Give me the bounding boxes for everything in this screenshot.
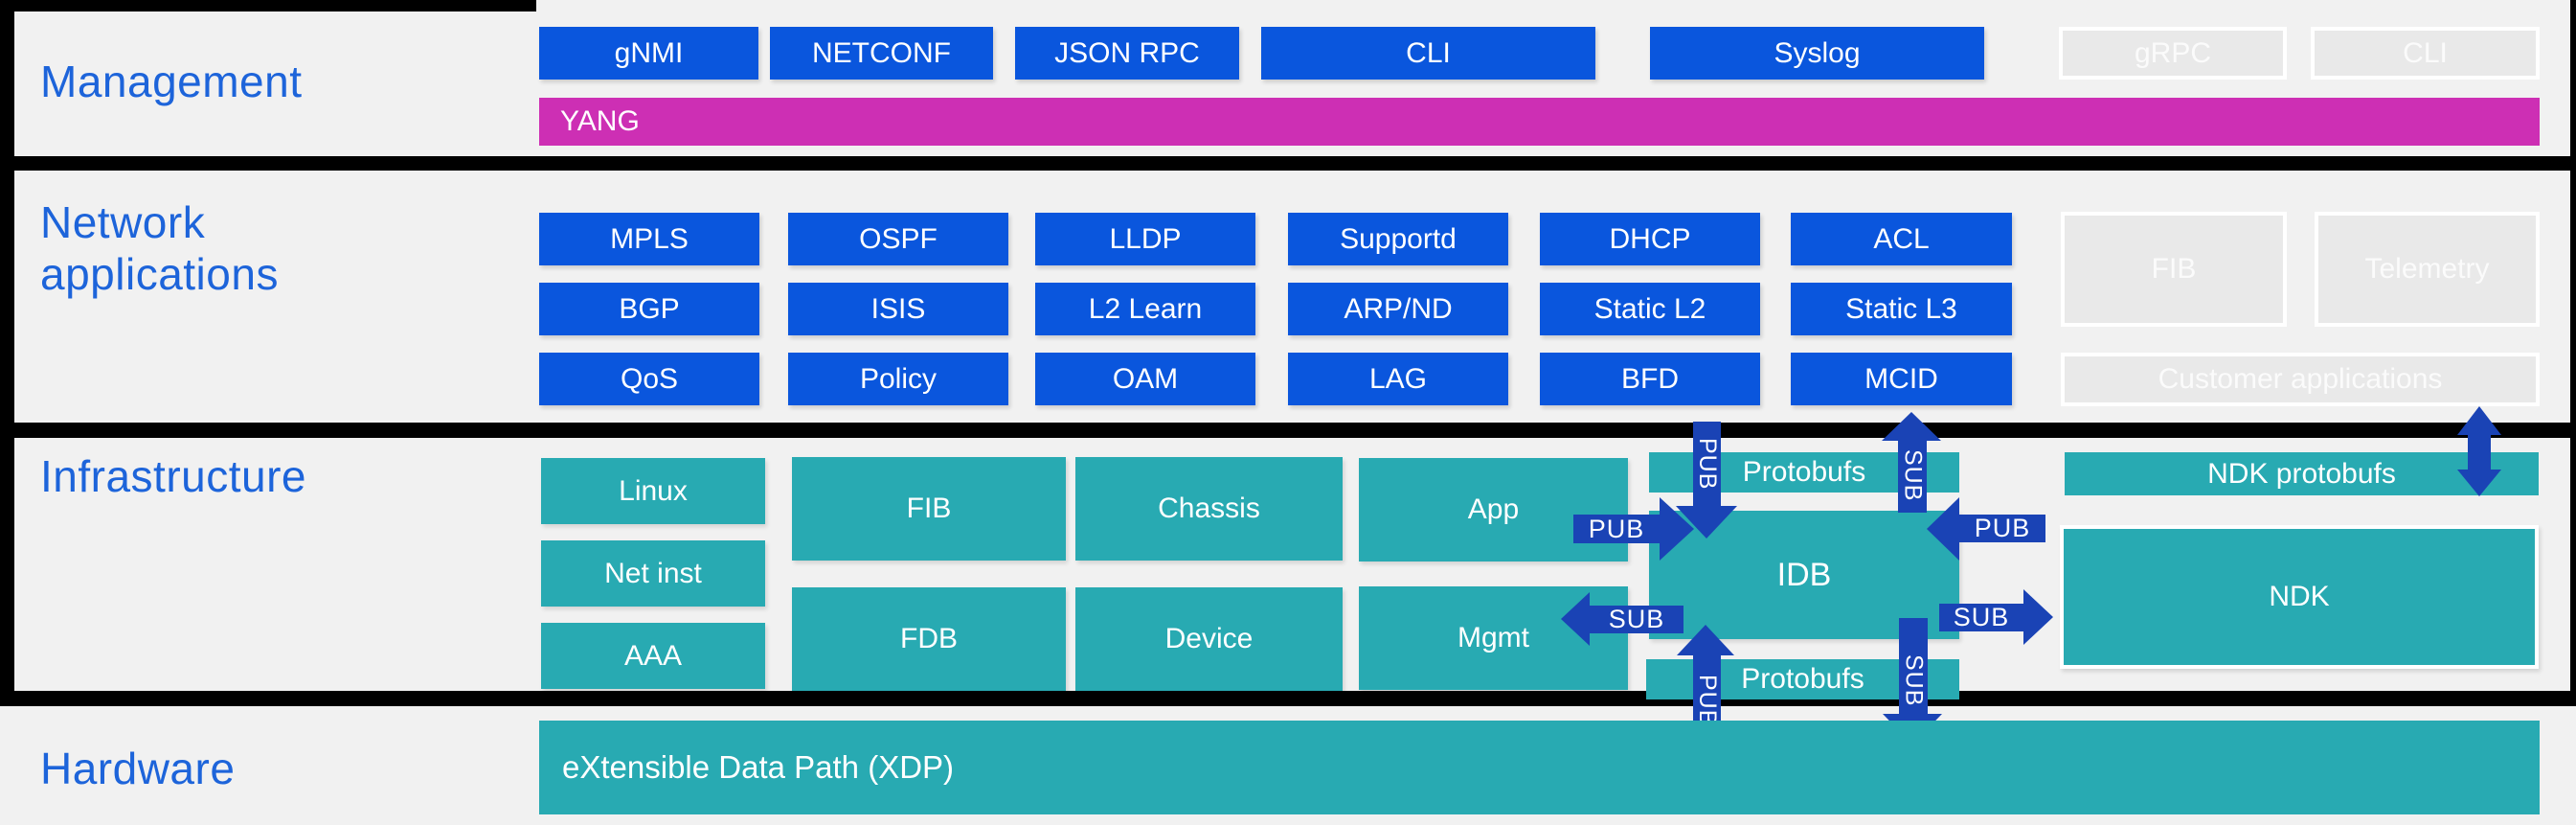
arrowhead-down-icon <box>2457 470 2501 496</box>
yang-bar: YANG <box>539 98 2540 146</box>
app-mpls: MPLS <box>539 213 759 265</box>
app-l2-learn: L2 Learn <box>1035 283 1255 335</box>
app-qos: QoS <box>539 353 759 405</box>
arrowhead-up-icon <box>1882 412 1941 441</box>
infra-net-inst: Net inst <box>541 540 765 607</box>
app-static-l3: Static L3 <box>1791 283 2012 335</box>
xdp-bar: eXtensible Data Path (XDP) <box>539 721 2540 814</box>
app-mcid: MCID <box>1791 353 2012 405</box>
placeholder-customer-applications: Customer applications <box>2061 353 2540 406</box>
arrowhead-left-icon <box>1927 497 1959 561</box>
protocol-gnmi: gNMI <box>539 27 758 80</box>
arrow-customer-apps-ndk-protobufs <box>2457 406 2501 496</box>
infra-fib: FIB <box>792 457 1066 561</box>
divider-management-apps <box>0 156 2576 171</box>
hardware-band-label: Hardware <box>40 744 236 793</box>
frame-left <box>0 0 14 706</box>
app-policy: Policy <box>788 353 1008 405</box>
frame-top <box>0 0 536 11</box>
pub-label: PUB <box>1959 514 2045 542</box>
network-applications-band-label: Network applications <box>40 197 279 299</box>
pub-label: PUB <box>1573 515 1660 543</box>
app-oam: OAM <box>1035 353 1255 405</box>
arrowhead-right-icon <box>2023 589 2053 645</box>
infra-fdb: FDB <box>792 587 1066 691</box>
app-supportd: Supportd <box>1288 213 1508 265</box>
arrow-sub-up-idb-to-apps: SUB <box>1882 412 1941 513</box>
app-bfd: BFD <box>1540 353 1760 405</box>
app-static-l2: Static L2 <box>1540 283 1760 335</box>
arrowhead-up-icon <box>1677 625 1734 655</box>
placeholder-cli: CLI <box>2311 27 2540 80</box>
app-lag: LAG <box>1288 353 1508 405</box>
sub-label: SUB <box>1899 448 1927 502</box>
app-dhcp: DHCP <box>1540 213 1760 265</box>
app-ospf: OSPF <box>788 213 1008 265</box>
placeholder-grpc: gRPC <box>2059 27 2287 80</box>
sub-label: SUB <box>1939 603 2023 631</box>
protocol-syslog: Syslog <box>1650 27 1984 80</box>
arrow-pub-app-to-idb: PUB <box>1573 497 1694 561</box>
arrow-pub-ndk-to-idb: PUB <box>1927 497 2045 561</box>
arrow-sub-idb-to-ndk: SUB <box>1939 589 2053 645</box>
sub-label: SUB <box>1900 653 1928 707</box>
protocol-netconf: NETCONF <box>770 27 993 80</box>
infra-ndk: NDK <box>2060 525 2539 669</box>
arrowhead-left-icon <box>1561 592 1590 646</box>
infra-aaa: AAA <box>541 623 765 689</box>
app-isis: ISIS <box>788 283 1008 335</box>
divider-infrastructure-hardware <box>0 691 2576 706</box>
placeholder-telemetry: Telemetry <box>2315 212 2540 327</box>
arrow-sub-idb-to-mgmt: SUB <box>1561 592 1683 646</box>
app-arp-nd: ARP/ND <box>1288 283 1508 335</box>
sub-label: SUB <box>1590 605 1683 633</box>
infrastructure-band-label: Infrastructure <box>40 451 306 501</box>
pub-label: PUB <box>1694 437 1721 491</box>
placeholder-fib: FIB <box>2061 212 2287 327</box>
pub-label: PUB <box>1694 674 1721 727</box>
infra-device: Device <box>1075 587 1343 691</box>
arrowhead-up-icon <box>2457 406 2501 435</box>
protocol-json-rpc: JSON RPC <box>1015 27 1239 80</box>
frame-right <box>2570 0 2576 706</box>
app-bgp: BGP <box>539 283 759 335</box>
infra-app: App <box>1359 458 1628 561</box>
infra-chassis: Chassis <box>1075 457 1343 561</box>
infra-linux: Linux <box>541 458 765 524</box>
app-acl: ACL <box>1791 213 2012 265</box>
management-band-label: Management <box>40 57 303 106</box>
protocol-cli: CLI <box>1261 27 1595 80</box>
app-lldp: LLDP <box>1035 213 1255 265</box>
arrowhead-right-icon <box>1660 497 1694 561</box>
divider-apps-infrastructure <box>0 423 2576 438</box>
